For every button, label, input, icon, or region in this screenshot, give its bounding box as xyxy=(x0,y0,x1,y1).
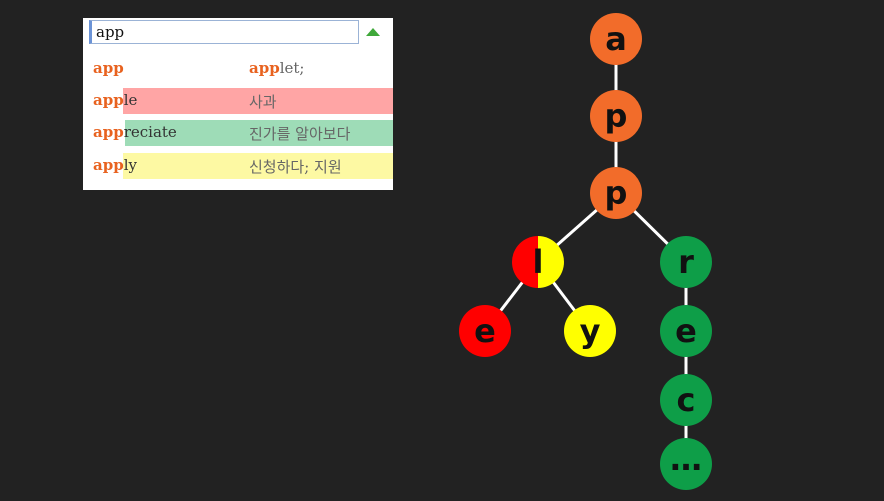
suggestion-meaning: applet; xyxy=(249,59,305,77)
node-label: p xyxy=(605,97,628,135)
trie-node-r: r xyxy=(660,236,712,288)
node-circle xyxy=(459,305,511,357)
search-input[interactable]: app xyxy=(89,20,359,44)
suggestion-meaning: 진가를 알아보다 xyxy=(249,125,351,143)
node-label: r xyxy=(678,243,694,281)
trie-node-c: c xyxy=(660,374,712,426)
suggestion-meaning: 사과 xyxy=(249,93,277,111)
suggestion-meaning: 신청하다; 지원 xyxy=(249,158,342,176)
node-label: a xyxy=(605,20,627,58)
node-circle xyxy=(564,305,616,357)
node-circle xyxy=(660,305,712,357)
highlight-band xyxy=(123,88,393,114)
highlight-band xyxy=(125,120,393,146)
node-label: e xyxy=(675,312,697,350)
suggestion-word: apply xyxy=(93,156,137,174)
suggestion-applet[interactable]: app applet; xyxy=(83,56,393,82)
node-label: y xyxy=(580,312,601,350)
trie-node-p1: p xyxy=(590,90,642,142)
suggestion-word: app xyxy=(93,59,124,77)
suggestion-appreciate[interactable]: appreciate 진가를 알아보다 xyxy=(83,120,393,146)
suggestion-apple[interactable]: apple 사과 xyxy=(83,88,393,114)
trie-node-a: a xyxy=(590,13,642,65)
node-circle xyxy=(660,374,712,426)
node-circle xyxy=(590,90,642,142)
trie-node-e1: e xyxy=(459,305,511,357)
node-label: l xyxy=(533,243,544,281)
node-circle xyxy=(590,13,642,65)
node-label: p xyxy=(605,174,628,212)
node-label: … xyxy=(670,440,702,478)
suggestion-word: apple xyxy=(93,91,138,109)
trie-node-more: … xyxy=(660,438,712,490)
search-input-value: app xyxy=(96,23,125,41)
node-half-apple xyxy=(512,236,538,288)
trie-node-e2: e xyxy=(660,305,712,357)
trie-node-p2: p xyxy=(590,167,642,219)
node-circle xyxy=(590,167,642,219)
suggestion-word: appreciate xyxy=(93,123,177,141)
dropdown-arrow-icon[interactable] xyxy=(366,28,380,36)
node-circle xyxy=(660,438,712,490)
node-circle xyxy=(660,236,712,288)
node-half-apply xyxy=(538,236,564,288)
suggestion-apply[interactable]: apply 신청하다; 지원 xyxy=(83,153,393,179)
trie-node-y: y xyxy=(564,305,616,357)
node-label: c xyxy=(677,381,696,419)
trie-node-l: l xyxy=(512,236,564,288)
dictionary-autocomplete: app app applet; apple 사과 appreciate 진가를 … xyxy=(83,18,393,190)
node-label: e xyxy=(474,312,496,350)
highlight-band xyxy=(123,153,393,179)
